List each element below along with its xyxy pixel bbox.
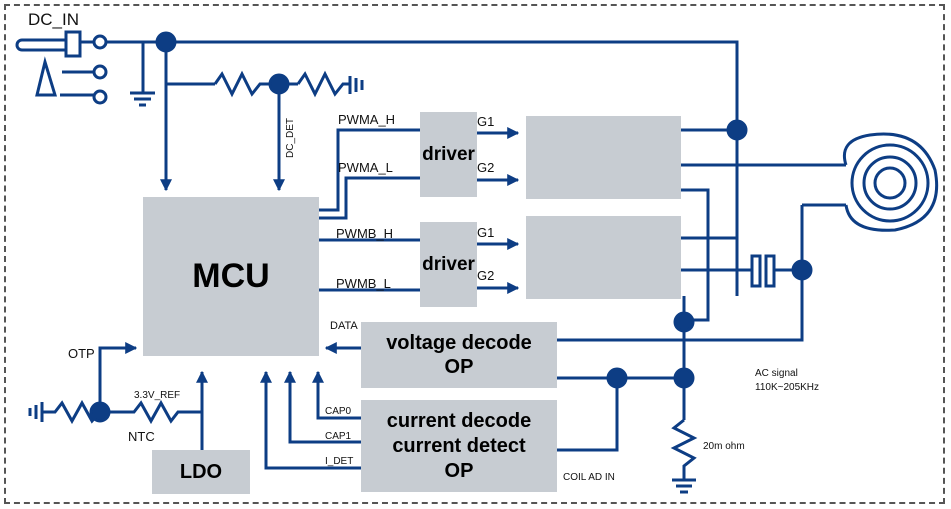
otp-label: OTP <box>68 346 95 361</box>
shunt-label: 20m ohm <box>703 441 745 452</box>
pwmb-h-label: PWMB_H <box>336 226 394 241</box>
mcu-block: MCU <box>143 197 319 356</box>
ldo-block: LDO <box>152 450 250 494</box>
pwma-h-label: PWMA_H <box>338 112 396 127</box>
voltage-decode-title: voltage decode <box>386 332 532 354</box>
voltage-decode-block: voltage decode OP <box>361 322 557 388</box>
dc-in-label: DC_IN <box>28 10 80 29</box>
current-detect-title: current detect <box>392 434 526 457</box>
coil-ad-in-label: COIL AD IN <box>563 472 615 483</box>
dc-jack-icon <box>15 30 108 105</box>
dc-det-label: DC_DET <box>285 117 296 158</box>
current-decode-title: current decode <box>386 409 532 432</box>
pwma-l-label: PWMA_L <box>338 160 393 175</box>
ac-signal-label: AC signal <box>755 368 798 379</box>
data-label: DATA <box>330 320 358 332</box>
cap0-label: CAP0 <box>325 406 352 417</box>
dashed-border-frame <box>4 4 945 504</box>
ref-label: 3.3V_REF <box>134 390 181 401</box>
coil-icon <box>843 132 939 232</box>
cap1-label: CAP1 <box>325 431 352 442</box>
mosfet-bridge-top <box>526 116 681 199</box>
driver-top-block: driver <box>420 112 477 197</box>
pwmb-l-label: PWMB_L <box>336 276 391 291</box>
g1-bottom-label: G1 <box>477 225 495 240</box>
mosfet-bridge-bottom <box>526 216 681 299</box>
g2-top-label: G2 <box>477 160 495 175</box>
g1-top-label: G1 <box>477 114 495 129</box>
ntc-label: NTC <box>128 429 155 444</box>
i-det-label: I_DET <box>325 456 354 467</box>
current-decode-block: current decode current detect OP <box>361 400 557 492</box>
driver-bottom-block: driver <box>420 222 477 307</box>
voltage-decode-op: OP <box>444 356 474 378</box>
current-decode-op: OP <box>444 459 474 482</box>
g2-bottom-label: G2 <box>477 268 495 283</box>
ac-frequency-label: 110K~205KHz <box>755 382 820 393</box>
